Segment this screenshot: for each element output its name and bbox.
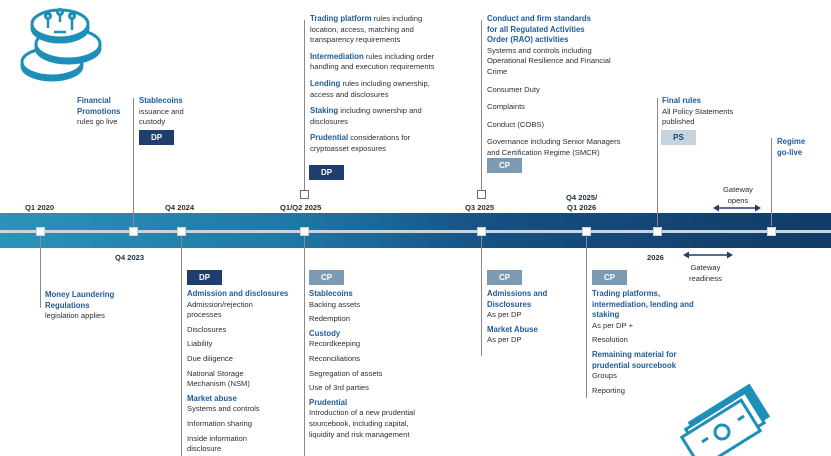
quarter-label-q4-2025: Q4 2025/Q1 2026 <box>566 193 598 212</box>
trading-platform-block: Trading platform rules including locatio… <box>310 14 435 153</box>
gateway-opens-arrow <box>713 204 761 212</box>
connector-q4-2024 <box>181 236 182 456</box>
connector-final-rules <box>657 98 658 226</box>
timeline-center-line <box>0 230 831 233</box>
final-rules-block: Final rules All Policy Statements publis… <box>662 96 734 127</box>
trading-platforms-cp-block: Trading platforms, intermediation, lendi… <box>592 289 694 395</box>
quarter-label-q4-2023: Q4 2023 <box>115 253 145 262</box>
milestone-marker-q1q2-2025 <box>300 227 309 236</box>
gateway-readiness-arrow <box>683 251 733 259</box>
connector-regime <box>771 138 772 226</box>
dp-tag-admission: DP <box>187 270 222 285</box>
milestone-marker-q3-2025 <box>477 227 486 236</box>
milestone-marker-final-rules <box>653 227 662 236</box>
money-laundering-block: Money Laundering Regulations legislation… <box>45 290 115 321</box>
milestone-marker-regime <box>767 227 776 236</box>
financial-promotions-block: Financial Promotions rules go live <box>77 96 121 127</box>
stablecoins-top-block: Stablecoins issuance and custody <box>139 96 184 127</box>
connector-q3-2025-bottom <box>481 236 482 356</box>
milestone-marker-q4-2023 <box>129 227 138 236</box>
cp-tag-conduct: CP <box>487 158 522 173</box>
regime-go-live-block: Regime go-live <box>777 137 806 157</box>
admissions-cp-block: Admissions and Disclosures As per DP Mar… <box>487 289 548 345</box>
connector-q1q2-2025-top <box>304 20 305 192</box>
admission-disclosures-block: Admission and disclosures Admission/reje… <box>187 289 289 454</box>
conduct-standards-block: Conduct and firm standards for all Regul… <box>487 14 621 157</box>
connector-q1-2020 <box>40 236 41 308</box>
milestone-marker-q4-2025 <box>582 227 591 236</box>
crypto-coins-icon <box>20 8 102 82</box>
quarter-label-q3-2025: Q3 2025 <box>465 203 495 212</box>
dp-tag-stablecoins: DP <box>139 130 174 145</box>
milestone-marker-q4-2024 <box>177 227 186 236</box>
dp-tag-trading: DP <box>309 165 344 180</box>
quarter-label-q1q2-2025: Q1/Q2 2025 <box>280 203 322 212</box>
cp-tag-trading-platforms: CP <box>592 270 627 285</box>
quarter-label-q4-2024: Q4 2024 <box>165 203 195 212</box>
quarter-label-q1-2020: Q1 2020 <box>25 203 55 212</box>
cp-tag-stablecoins: CP <box>309 270 344 285</box>
connector-q1q2-2025-bottom <box>304 236 305 456</box>
milestone-marker-q1-2020 <box>36 227 45 236</box>
ps-tag-final-rules: PS <box>661 130 696 145</box>
open-marker-q1q2-2025 <box>300 190 309 199</box>
open-marker-q3-2025 <box>477 190 486 199</box>
connector-q4-2023 <box>133 98 134 226</box>
stablecoins-bottom-block: Stablecoins Backing assets Redemption Cu… <box>309 289 415 439</box>
banknotes-icon <box>679 383 771 456</box>
cp-tag-admissions: CP <box>487 270 522 285</box>
quarter-label-2026: 2026 <box>647 253 664 262</box>
connector-q4-2025 <box>586 236 587 398</box>
connector-q3-2025-top <box>481 20 482 192</box>
